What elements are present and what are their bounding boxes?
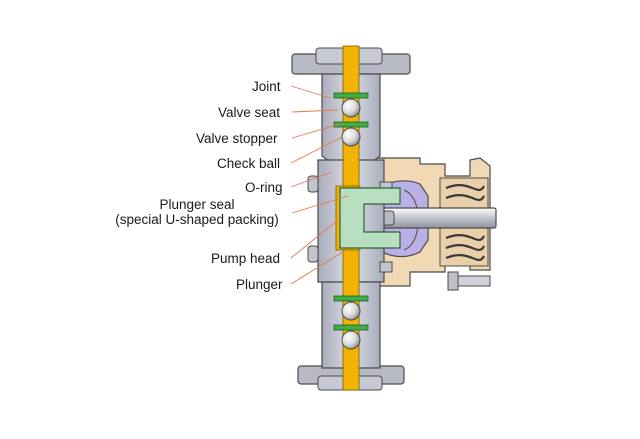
label-pump-head: Pump head [211, 251, 281, 266]
label-valve-stopper: Valve stopper [196, 131, 278, 146]
label-plunger-seal-line2: (special U-shaped packing) [115, 212, 279, 227]
label-check-ball: Check ball [217, 156, 281, 171]
label-plunger-seal-line1: Plunger seal [159, 197, 235, 212]
label-valve-seat: Valve seat [218, 105, 281, 120]
leader-lines [290, 85, 349, 285]
plunger-seal [339, 187, 401, 249]
label-plunger-seal: Plunger seal (special U-shaped packing) [104, 197, 290, 227]
label-plunger: Plunger [236, 277, 283, 292]
valve-seats [333, 92, 369, 331]
label-o-ring: O-ring [245, 180, 283, 195]
label-joint: Joint [252, 79, 281, 94]
check-balls [341, 98, 361, 350]
